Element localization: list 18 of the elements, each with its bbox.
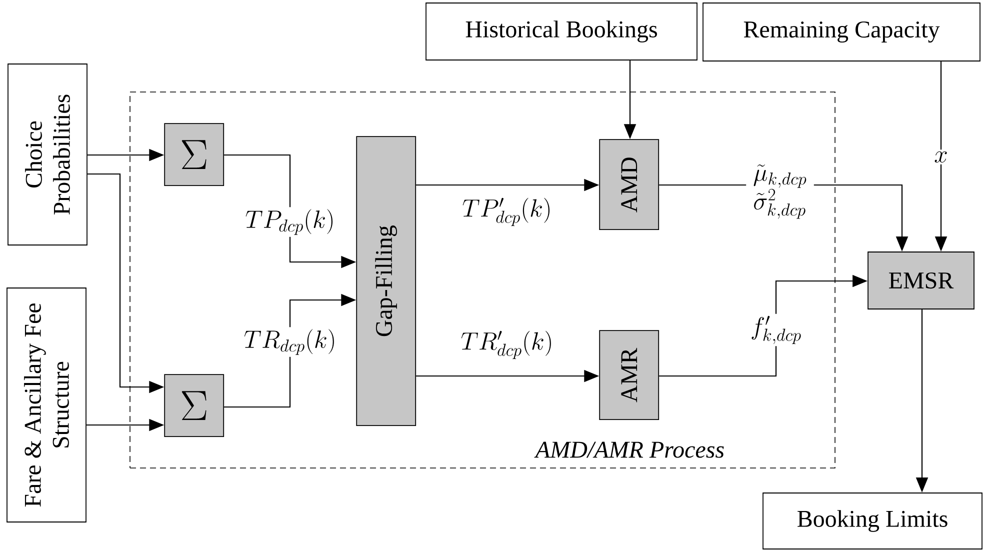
process-box: EMSR xyxy=(868,252,974,310)
process-box: AMR xyxy=(599,330,660,420)
edge-label: $TR_{dcp}(k)$ xyxy=(242,327,338,357)
edge-label: $x$ xyxy=(932,150,950,164)
process-box: AMD xyxy=(599,139,660,230)
input-box: Historical Bookings xyxy=(426,2,698,60)
edge-label: $f'_{k,dcp}$ xyxy=(748,314,804,346)
input-box: Fare & Ancillary Fee Structure xyxy=(6,288,86,522)
sum-box: $\Sigma$ xyxy=(164,374,224,438)
edge-label: $\begin{array}{l}\tilde{\mu}_{k,dcp}\\ \tilde{\sigma}^2_{k,dcp}\end{array}$ xyxy=(746,159,814,221)
edge-label: $TR'_{dcp}(k)$ xyxy=(461,330,551,360)
edge-label: $TP_{dcp}(k)$ xyxy=(243,207,337,237)
input-box: Choice Probabilities xyxy=(8,64,88,246)
output-box: Booking Limits xyxy=(762,492,982,550)
edge-label: $TP'_{dcp}(k)$ xyxy=(462,198,550,226)
process-box: Gap-Filling xyxy=(356,136,416,426)
sum-box: $\Sigma$ xyxy=(164,123,224,186)
input-box: Remaining Capacity xyxy=(702,2,980,62)
